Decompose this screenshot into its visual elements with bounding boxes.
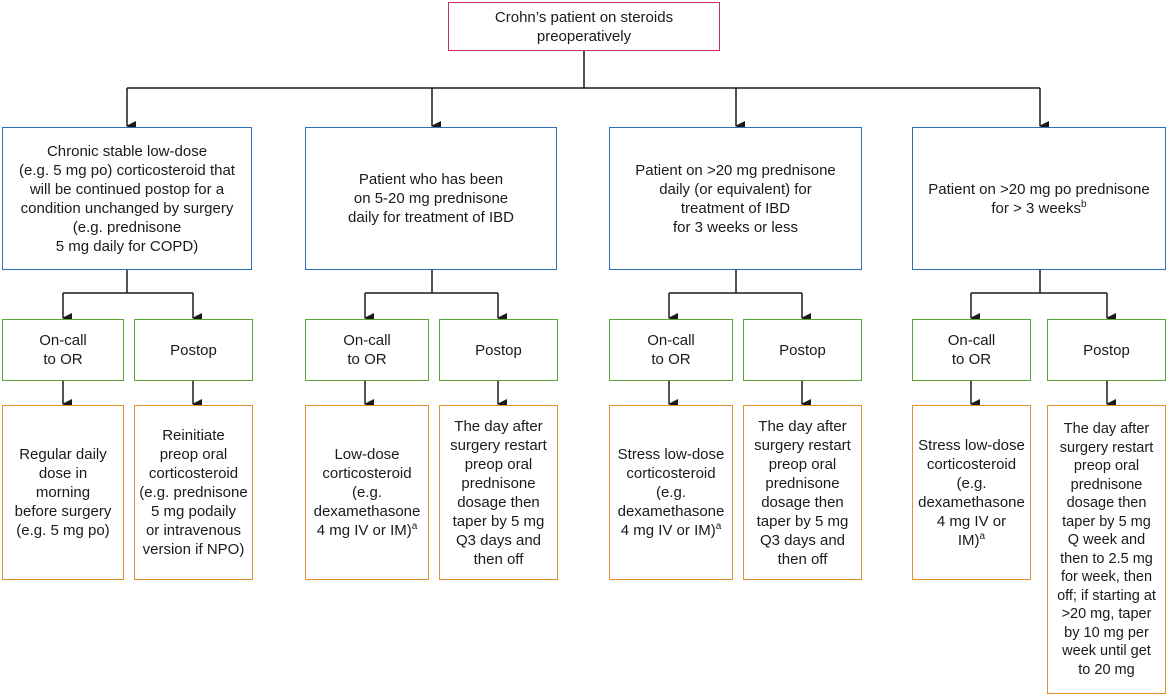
postop-action-3: The day after surgery restart preop oral… — [743, 405, 862, 580]
oncall-box-3-text: On-call to OR — [647, 332, 695, 368]
postop-action-1: Reinitiate preop oral corticosteroid (e.… — [134, 405, 253, 580]
oncall-action-3-text: Stress low-dose corticosteroid (e.g. dex… — [617, 446, 725, 539]
postop-box-4: Postop — [1047, 319, 1166, 381]
oncall-box-3: On-call to OR — [609, 319, 733, 381]
oncall-box-1-text: On-call to OR — [39, 332, 87, 368]
postop-action-2-text: The day after surgery restart preop oral… — [450, 417, 547, 568]
postop-action-2: The day after surgery restart preop oral… — [439, 405, 558, 580]
patient-box-4-text: Patient on >20 mg po prednisone for > 3 … — [928, 180, 1150, 217]
patient-box-3-text: Patient on >20 mg prednisone daily (or e… — [635, 161, 836, 236]
postop-box-2: Postop — [439, 319, 558, 381]
postop-box-1-text: Postop — [170, 341, 217, 359]
oncall-action-4: Stress low-dose corticosteroid (e.g. dex… — [912, 405, 1031, 580]
oncall-box-2: On-call to OR — [305, 319, 429, 381]
oncall-box-4: On-call to OR — [912, 319, 1031, 381]
postop-box-3-text: Postop — [779, 341, 826, 359]
patient-box-2-text: Patient who has been on 5-20 mg predniso… — [348, 171, 514, 226]
oncall-action-4-text: Stress low-dose corticosteroid (e.g. dex… — [918, 436, 1025, 549]
oncall-action-2-text: Low-dose corticosteroid (e.g. dexamethas… — [313, 446, 421, 539]
oncall-box-2-text: On-call to OR — [343, 332, 391, 368]
postop-box-1: Postop — [134, 319, 253, 381]
oncall-box-4-text: On-call to OR — [947, 332, 996, 368]
patient-box-1: Chronic stable low-dose (e.g. 5 mg po) c… — [2, 127, 252, 270]
postop-box-3: Postop — [743, 319, 862, 381]
postop-action-4-text: The day after surgery restart preop oral… — [1057, 421, 1156, 678]
postop-box-4-text: Postop — [1083, 341, 1130, 359]
patient-box-1-text: Chronic stable low-dose (e.g. 5 mg po) c… — [19, 142, 235, 255]
patient-box-3: Patient on >20 mg prednisone daily (or e… — [609, 127, 862, 270]
oncall-action-1: Regular daily dose in morning before sur… — [2, 405, 124, 580]
postop-action-4: The day after surgery restart preop oral… — [1047, 405, 1166, 694]
patient-box-2: Patient who has been on 5-20 mg predniso… — [305, 127, 557, 270]
root-node-text: Crohn’s patient on steroids preoperative… — [494, 8, 674, 45]
patient-box-4: Patient on >20 mg po prednisone for > 3 … — [912, 127, 1166, 270]
postop-box-2-text: Postop — [475, 341, 522, 359]
postop-action-1-text: Reinitiate preop oral corticosteroid (e.… — [139, 427, 248, 558]
postop-action-3-text: The day after surgery restart preop oral… — [754, 417, 851, 568]
oncall-action-1-text: Regular daily dose in morning before sur… — [14, 446, 112, 539]
oncall-box-1: On-call to OR — [2, 319, 124, 381]
root-node: Crohn’s patient on steroids preoperative… — [448, 2, 720, 51]
oncall-action-2: Low-dose corticosteroid (e.g. dexamethas… — [305, 405, 429, 580]
oncall-action-3: Stress low-dose corticosteroid (e.g. dex… — [609, 405, 733, 580]
